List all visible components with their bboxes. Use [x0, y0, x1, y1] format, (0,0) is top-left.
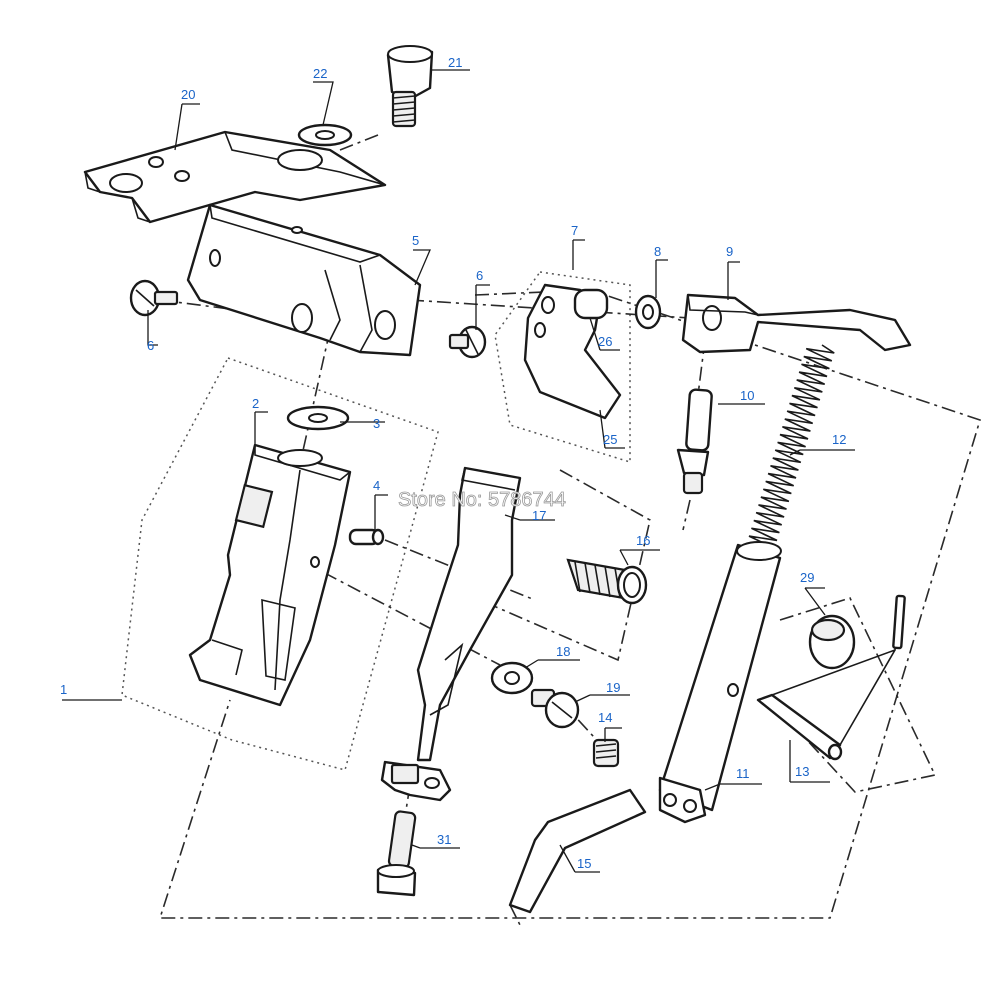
- label-16: 16: [636, 533, 650, 548]
- part-12-spring: [746, 344, 835, 549]
- part-14-set-screw: [592, 738, 620, 768]
- part-11-tube: [658, 541, 782, 824]
- label-13: 13: [795, 764, 809, 779]
- part-31-clamp-block: [380, 760, 452, 802]
- label-22: 22: [313, 66, 327, 81]
- label-2: 2: [252, 396, 259, 411]
- part-5-hinge-block: [186, 203, 422, 357]
- part-22-washer: [297, 123, 353, 147]
- part-labels: 20 22 21 5 6 6 7 8 9 2 3 4 10 12 17 16 1…: [60, 55, 846, 871]
- part-13-pin: [756, 594, 906, 761]
- part-8-washer: [634, 294, 662, 330]
- part-20-top-bracket: [83, 130, 387, 224]
- label-6-right: 6: [476, 268, 483, 283]
- label-26: 26: [598, 334, 612, 349]
- label-12: 12: [832, 432, 846, 447]
- label-4: 4: [373, 478, 380, 493]
- part-6-right-screw: [448, 325, 487, 359]
- label-15: 15: [577, 856, 591, 871]
- part-25-lever: [523, 283, 622, 420]
- label-1: 1: [60, 682, 67, 697]
- label-8: 8: [654, 244, 661, 259]
- part-2-slide-body: [188, 443, 352, 707]
- label-10: 10: [740, 388, 754, 403]
- part-3-washer: [286, 405, 350, 431]
- part-6-left-slotted-screw: [129, 279, 179, 317]
- part-18-washer: [490, 661, 534, 695]
- part-4-pin: [348, 528, 385, 546]
- label-21: 21: [448, 55, 462, 70]
- store-watermark: Store No: 5786744: [398, 489, 566, 511]
- label-25: 25: [603, 432, 617, 447]
- label-6-left: 6: [147, 338, 154, 353]
- main-assembly-boundary: [158, 289, 981, 919]
- part-17-spring-plate: [416, 466, 522, 762]
- label-9: 9: [726, 244, 733, 259]
- leader-lines: [62, 69, 855, 873]
- label-3: 3: [373, 416, 380, 431]
- part-21-cap-screw: [386, 45, 434, 128]
- label-7: 7: [571, 223, 578, 238]
- part-9-arm: [681, 293, 912, 354]
- group-7-boundary: [494, 271, 631, 464]
- label-29: 29: [800, 570, 814, 585]
- part-16-coil-spring: [566, 558, 648, 605]
- label-5: 5: [412, 233, 419, 248]
- part-29-cap: [808, 614, 856, 670]
- group-1-boundary: [121, 357, 439, 771]
- label-19: 19: [606, 680, 620, 695]
- group-13-boundary: [769, 597, 937, 793]
- label-18: 18: [556, 644, 570, 659]
- label-31: 31: [437, 832, 451, 847]
- label-17: 17: [532, 508, 546, 523]
- part-19-slotted-screw: [530, 688, 580, 729]
- part-10-pin: [676, 388, 713, 495]
- label-11: 11: [736, 766, 750, 781]
- part-31-cap-screw: [376, 810, 417, 897]
- part-15-bent-rod: [508, 788, 647, 914]
- label-20: 20: [181, 87, 195, 102]
- label-14: 14: [598, 710, 612, 725]
